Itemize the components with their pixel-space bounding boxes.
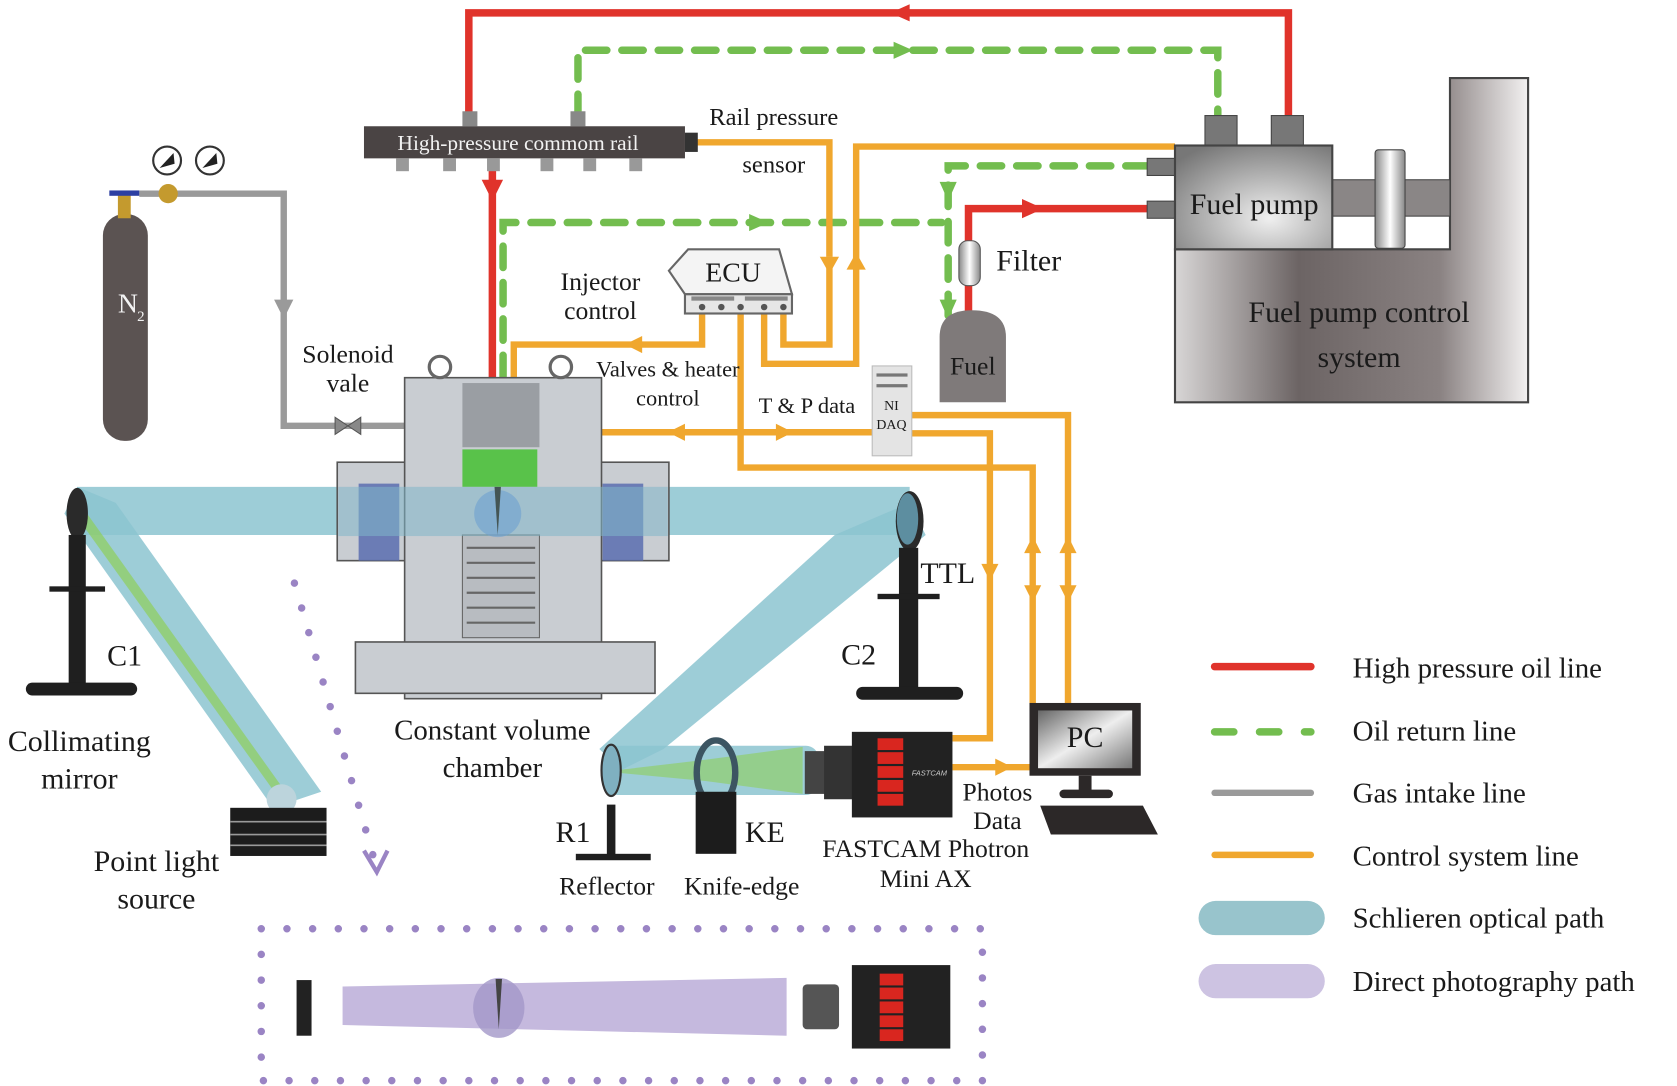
- legend-item-oil-return: Oil return line: [1210, 715, 1517, 747]
- n2-cylinder: N 2: [102, 145, 225, 441]
- pc-computer: PC: [1029, 702, 1158, 835]
- rail-pressure-label: Rail pressure: [709, 104, 838, 131]
- fuel-pump: Fuel pump: [1146, 115, 1334, 251]
- schlieren-optical-path: [64, 486, 926, 808]
- fuel-pump-control-system: Fuel pump control system: [1173, 77, 1530, 404]
- legend-item-gas-intake: Gas intake line: [1211, 777, 1526, 809]
- reflector-r1: [575, 743, 651, 861]
- point-light-source: [230, 784, 327, 856]
- n2-subscript: 2: [137, 309, 144, 325]
- pc-label: PC: [1067, 721, 1104, 754]
- legend-item-schlieren: Schlieren optical path: [1198, 900, 1605, 936]
- reflector-label: Reflector: [559, 871, 655, 900]
- c2-label: C2: [841, 638, 876, 671]
- common-rail-label: High-pressure commom rail: [398, 131, 639, 155]
- direct-photography-inset: [257, 579, 987, 1085]
- solenoid-valve-icon: [334, 416, 362, 436]
- ke-label: KE: [745, 816, 785, 849]
- legend-label: Oil return line: [1353, 715, 1517, 747]
- ecu-box: ECU: [667, 248, 794, 315]
- legend-item-direct-photo: Direct photography path: [1198, 964, 1636, 999]
- daq-label: DAQ: [876, 418, 906, 433]
- legend-label: Direct photography path: [1353, 966, 1636, 998]
- legend-item-high-pressure: High pressure oil line: [1210, 652, 1602, 684]
- fuel-label: Fuel: [950, 351, 996, 380]
- pump-control-label-line1: Fuel pump control: [1248, 296, 1469, 329]
- n2-label: N: [118, 288, 138, 319]
- legend-label: Gas intake line: [1353, 777, 1526, 809]
- constant-volume-chamber: [336, 354, 670, 700]
- mirror-label: mirror: [41, 763, 118, 796]
- injector-control-label: control: [564, 296, 637, 325]
- tp-data-label: T & P data: [759, 393, 856, 418]
- legend-label: Control system line: [1353, 841, 1579, 873]
- chamber-label-line1: Constant volume: [394, 714, 590, 746]
- photos-label: Photos: [962, 777, 1032, 806]
- sensor-label: sensor: [742, 151, 805, 178]
- common-rail: High-pressure commom rail: [363, 111, 698, 172]
- point-light-label: Point light: [94, 845, 220, 878]
- camera-label-line1: FASTCAM Photron: [822, 834, 1029, 863]
- legend: High pressure oil line Oil return line G…: [1198, 652, 1636, 999]
- fuel-tank: Fuel: [939, 310, 1006, 403]
- r1-label: R1: [555, 816, 590, 849]
- valves-heater-label: Valves & heater: [596, 357, 740, 382]
- camera-brand: FASTCAM: [912, 769, 948, 778]
- ni-label: NI: [884, 399, 899, 414]
- collimating-label: Collimating: [8, 725, 151, 758]
- pump-control-label-line2: system: [1317, 341, 1400, 374]
- fuel-filter: [958, 240, 981, 287]
- data-label: Data: [973, 806, 1022, 835]
- chamber-label-line2: chamber: [443, 752, 543, 784]
- high-speed-camera: FASTCAM: [804, 731, 953, 818]
- c1-label: C1: [107, 640, 142, 673]
- fuel-pump-label: Fuel pump: [1190, 188, 1319, 221]
- knife-edge-ke: [693, 737, 739, 854]
- ttl-label: TTL: [920, 557, 975, 590]
- oil-return-lines: [499, 41, 1222, 454]
- injector-label: Injector: [561, 267, 641, 296]
- legend-label: High pressure oil line: [1353, 652, 1602, 684]
- source-label: source: [117, 882, 195, 915]
- legend-label: Schlieren optical path: [1353, 903, 1605, 935]
- solenoid-label: Solenoid: [302, 340, 393, 369]
- legend-item-control: Control system line: [1211, 841, 1579, 873]
- ni-daq: NI DAQ: [871, 365, 913, 457]
- filter-label: Filter: [996, 245, 1061, 278]
- collimating-mirror-c1: [25, 487, 138, 696]
- knife-edge-label: Knife-edge: [684, 871, 799, 900]
- camera-label-line2: Mini AX: [880, 864, 972, 893]
- vale-label: vale: [327, 369, 370, 398]
- collimating-mirror-c2: [856, 491, 964, 700]
- valves-control-label: control: [636, 386, 700, 411]
- ecu-label: ECU: [705, 257, 761, 288]
